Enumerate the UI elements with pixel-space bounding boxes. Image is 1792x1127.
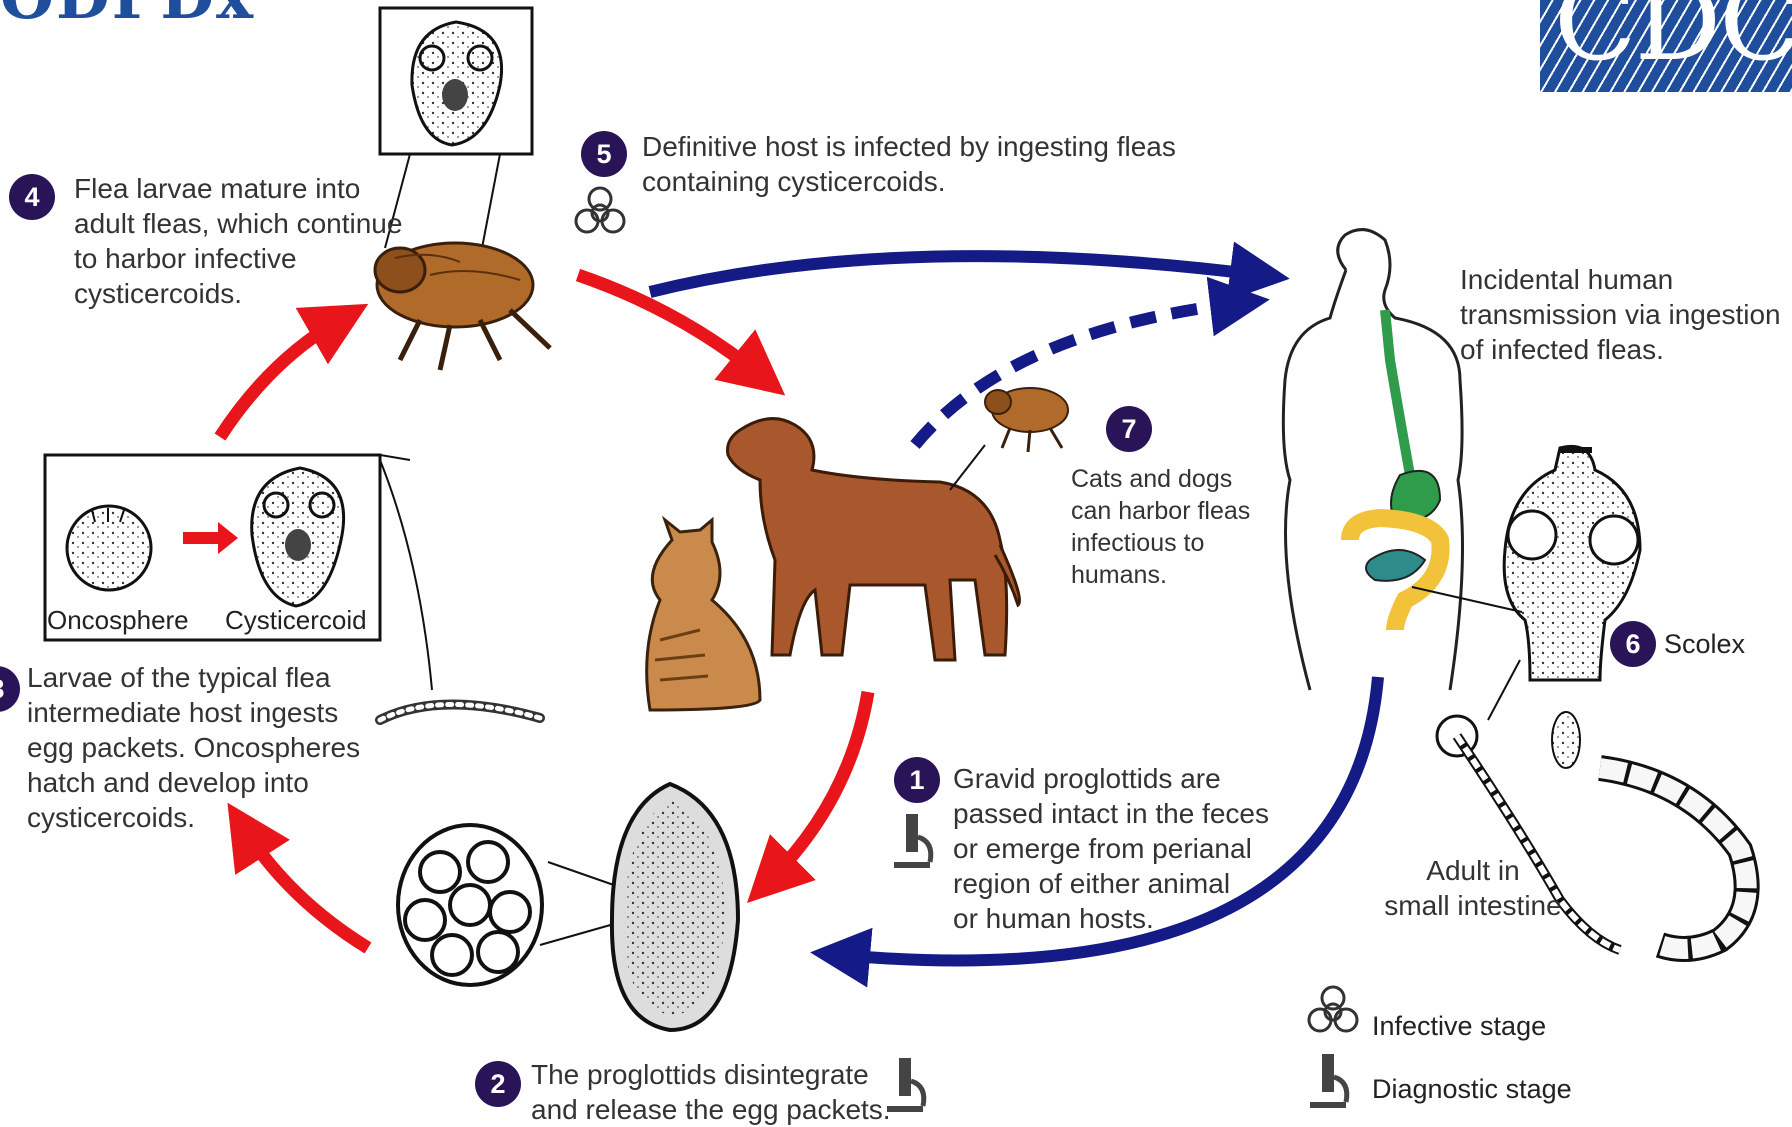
adult-label: Adult in small intestine (1383, 853, 1563, 923)
oncosphere-label: Oncosphere (47, 605, 189, 636)
step-4-line: cysticercoids. (74, 276, 402, 311)
step-1-text: Gravid proglottids are passed intact in … (953, 761, 1269, 936)
step-2-badge: 2 (475, 1061, 521, 1107)
step-2-line: The proglottids disintegrate (531, 1057, 891, 1092)
dog-illustration (728, 419, 1020, 660)
human-transmission-line: transmission via ingestion (1460, 297, 1781, 332)
arrow-5-to-human (650, 256, 1260, 292)
step-6-badge: 6 (1610, 621, 1656, 667)
step-7-line: Cats and dogs (1071, 463, 1250, 495)
scolex-label: Scolex (1664, 629, 1745, 660)
step-4-badge: 4 (9, 174, 55, 220)
step-7-badge: 7 (1106, 406, 1152, 452)
step-3-line: Larvae of the typical flea (27, 660, 360, 695)
step-7-text: Cats and dogs can harbor fleas infectiou… (1071, 463, 1250, 591)
step-1-line: region of either animal (953, 866, 1269, 901)
cdc-logo: CDC (1540, 0, 1792, 92)
step-3-line: egg packets. Oncospheres (27, 730, 360, 765)
cysticercoid-label: Cysticercoid (225, 605, 367, 636)
step-2-text: The proglottids disintegrate and release… (531, 1057, 891, 1127)
human-transmission-line: of infected fleas. (1460, 332, 1781, 367)
adult-label-line: small intestine (1383, 888, 1563, 923)
step-3-line: cysticercoids. (27, 800, 360, 835)
gravid-proglottid-illustration (612, 784, 738, 1030)
step-7-line: humans. (1071, 559, 1250, 591)
step-4-line: Flea larvae mature into (74, 171, 402, 206)
dpdx-logo-text: ODPDx (0, 0, 255, 33)
step-1-badge: 1 (894, 757, 940, 803)
arrow-3-to-4 (220, 320, 340, 437)
cat-illustration (647, 520, 760, 710)
step-1-line: passed intact in the feces (953, 796, 1269, 831)
human-transmission-text: Incidental human transmission via ingest… (1460, 262, 1781, 367)
microscope-icon (1310, 1054, 1347, 1108)
step-3-line: hatch and develop into (27, 765, 360, 800)
legend-diagnostic-label: Diagnostic stage (1372, 1074, 1572, 1105)
microscope-icon (894, 814, 931, 868)
small-flea-illustration (985, 388, 1068, 452)
cdc-logo-text: CDC (1554, 0, 1792, 85)
arrow-2-to-3 (245, 830, 368, 948)
step-3-line: intermediate host ingests (27, 695, 360, 730)
step-7-line: can harbor fleas (1071, 495, 1250, 527)
step-4-line: to harbor infective (74, 241, 402, 276)
step-4-text: Flea larvae mature into adult fleas, whi… (74, 171, 402, 311)
step-5-line: containing cysticercoids. (642, 164, 1176, 199)
adult-label-line: Adult in (1383, 853, 1563, 888)
flea-larva-illustration (380, 704, 540, 720)
arrow-1-to-2 (770, 692, 868, 880)
step-5-text: Definitive host is infected by ingesting… (642, 129, 1176, 199)
microscope-icon (887, 1058, 924, 1112)
step-3-text: Larvae of the typical flea intermediate … (27, 660, 360, 835)
step-7-line: infectious to (1071, 527, 1250, 559)
dpdx-logo: ODPDx (0, 0, 255, 33)
step-1-line: or human hosts. (953, 901, 1269, 936)
step-5-line: Definitive host is infected by ingesting… (642, 129, 1176, 164)
step-2-line: and release the egg packets. (531, 1092, 891, 1127)
oncosphere-cysticercoid-box (45, 455, 432, 690)
step-1-line: or emerge from perianal (953, 831, 1269, 866)
egg-packet-illustration (398, 825, 628, 985)
step-5-badge: 5 (581, 131, 627, 177)
step-1-line: Gravid proglottids are (953, 761, 1269, 796)
step-4-line: adult fleas, which continue (74, 206, 402, 241)
biohazard-icon (576, 188, 624, 232)
biohazard-icon (1309, 987, 1357, 1031)
legend-infective-label: Infective stage (1372, 1011, 1546, 1042)
human-transmission-line: Incidental human (1460, 262, 1781, 297)
cysticercoid-inset (380, 8, 532, 248)
arrow-7-dashed (915, 303, 1240, 445)
